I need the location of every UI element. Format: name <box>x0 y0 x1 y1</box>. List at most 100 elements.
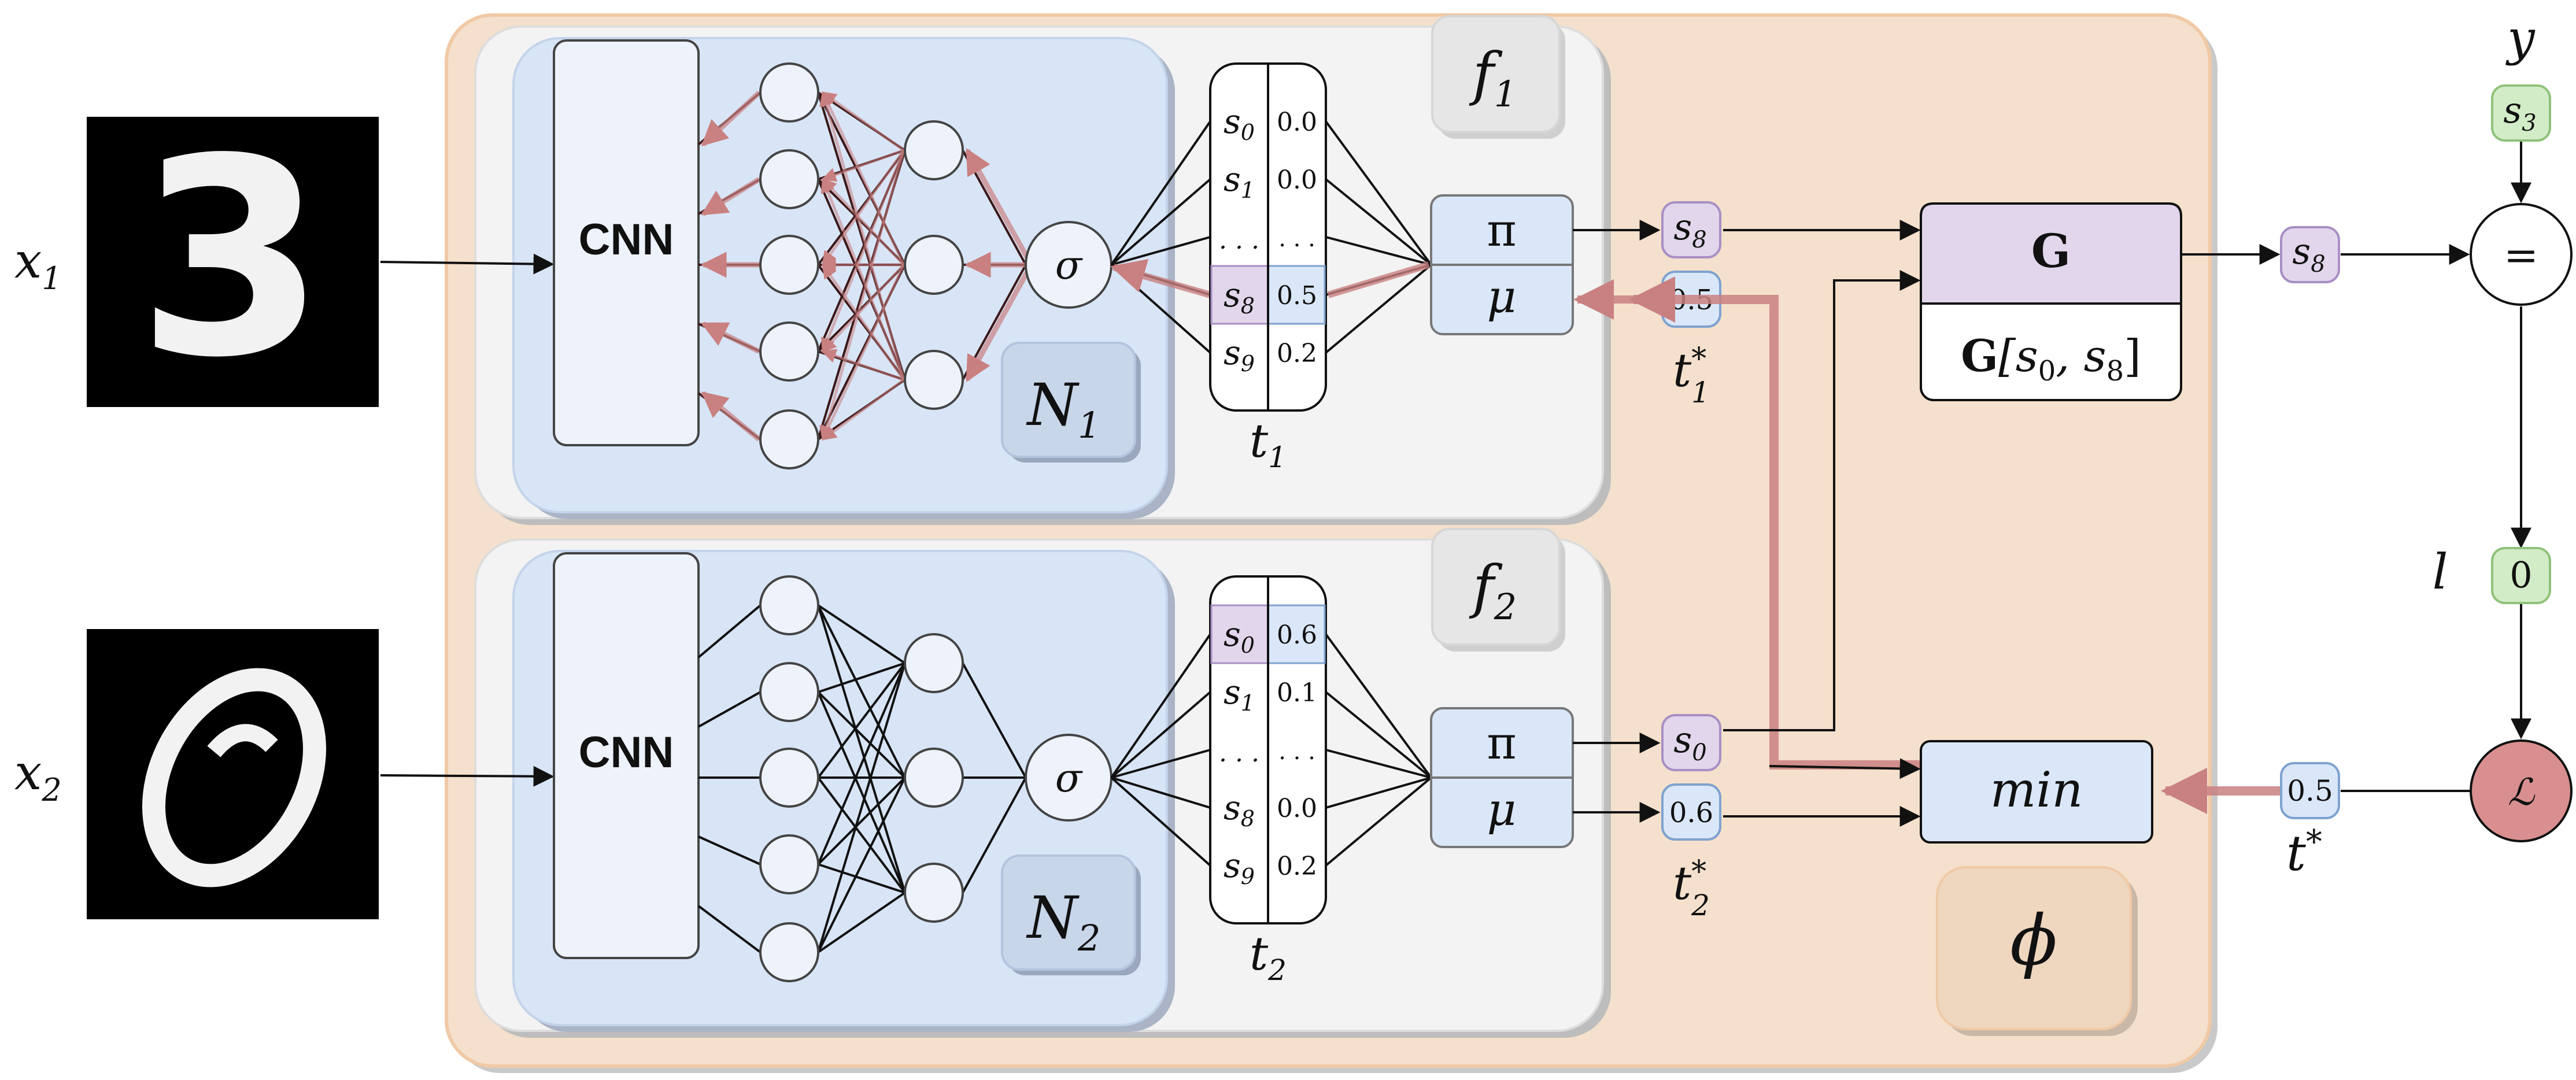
y-value-chip <box>2491 84 2551 142</box>
n-label: N1 <box>1026 371 1101 446</box>
edge-table-output <box>1325 633 1432 779</box>
phi-label-box <box>1936 866 2132 1030</box>
gradient-edge <box>1110 259 1211 298</box>
tstar-label: t* <box>2286 823 2322 882</box>
edge-sigma-table <box>1111 776 1211 809</box>
hidden-node <box>904 235 964 295</box>
gradient-edge <box>821 177 906 380</box>
edge-cnn-hidden1 <box>698 691 761 728</box>
edge-sigma-table <box>1110 178 1211 266</box>
pi-output-chip <box>1661 201 1721 258</box>
table-row-name: s9 <box>1224 333 1255 376</box>
edge-table-output <box>1325 178 1432 266</box>
gradient-edge <box>821 264 906 441</box>
tstar-sub-label: t*1 <box>1673 342 1710 409</box>
input-image-x1: 3 <box>87 101 379 417</box>
edge-hidden1-hidden2 <box>817 776 906 894</box>
l-value-label: 0 <box>2510 554 2532 596</box>
edge-table-output <box>1325 749 1432 779</box>
edge-hidden1-hidden2 <box>817 605 906 893</box>
g-box-title: G <box>2031 224 2071 278</box>
min-box <box>1920 740 2153 844</box>
x2-to-cnn-arrow <box>380 765 555 787</box>
f-label-box <box>1431 528 1561 646</box>
mu-output-label: 0.6 <box>1669 797 1713 829</box>
table-row-value: 0.1 <box>1277 678 1317 708</box>
gradient-edge <box>701 90 762 147</box>
phi-label: ϕ <box>2010 901 2057 981</box>
hidden-node <box>759 409 819 469</box>
edge-cnn-hidden1 <box>698 835 761 866</box>
y-label: y <box>2505 10 2536 66</box>
edge-cnn-hidden1 <box>697 604 762 659</box>
table-row-name: . . . <box>1219 225 1259 255</box>
table-highlight-value <box>1267 604 1326 664</box>
g-output-label: s8 <box>2292 230 2325 278</box>
pi-output-label: s0 <box>1673 719 1706 766</box>
mu-label: μ <box>1487 271 1517 323</box>
f-label-box <box>1431 15 1561 133</box>
gradient-edge <box>819 150 906 441</box>
sigma-label: σ <box>1055 243 1083 289</box>
cnn-label: CNN <box>579 728 674 777</box>
l-value-chip <box>2491 547 2551 604</box>
edge-table-output <box>1325 691 1432 779</box>
y-value-label: s3 <box>2503 89 2536 136</box>
edge-hidden1-hidden2 <box>817 691 906 893</box>
table-row-value: 0.0 <box>1277 165 1317 195</box>
min-label: min <box>1990 761 2083 818</box>
edge-hidden1-hidden2 <box>817 691 906 779</box>
s0-to-g-arrow <box>1723 270 1921 731</box>
gradient-edge <box>822 178 905 266</box>
table-row-name: s1 <box>1224 672 1255 716</box>
hidden-node <box>904 120 964 180</box>
tstar-value-chip <box>2280 762 2340 819</box>
gradient-edge <box>965 269 1030 382</box>
mu-label: μ <box>1487 784 1517 836</box>
t1-to-min-arrow <box>1769 758 1921 779</box>
gradient-edge <box>821 349 904 382</box>
hidden-node <box>759 235 819 295</box>
edge-cnn-hidden1 <box>697 905 762 953</box>
t-label: t2 <box>1250 927 1287 987</box>
table-row-value: 0.2 <box>1277 339 1317 368</box>
edge-hidden1-hidden2 <box>817 662 906 779</box>
edge-hidden1-hidden2 <box>817 776 906 866</box>
edge-table-output <box>1325 236 1432 266</box>
table-row-value: . . . <box>1278 225 1315 252</box>
edge-hidden1-hidden2 <box>817 604 906 664</box>
n-label-box <box>1001 342 1136 458</box>
hidden-node <box>759 575 819 635</box>
table-row-name: . . . <box>1219 738 1259 768</box>
gradient-edge <box>819 91 906 380</box>
pi-label: π <box>1487 205 1516 257</box>
edge-sigma-table <box>1110 776 1211 867</box>
tstar-sub-label: t*2 <box>1673 855 1710 922</box>
cnn-label: CNN <box>579 215 674 264</box>
input-image-x2 <box>87 629 379 919</box>
mu-output-chip <box>1661 783 1721 841</box>
gradient-edge <box>821 91 906 266</box>
hidden-node <box>759 748 819 808</box>
table-row-name: s8 <box>1224 275 1255 319</box>
svg-text:3: 3 <box>136 101 326 417</box>
x2-label: x2 <box>14 744 62 808</box>
table-row-name: s1 <box>1224 160 1255 203</box>
table-row-value: . . . <box>1278 738 1315 765</box>
table-row-name: s9 <box>1224 846 1255 889</box>
edge-table-output <box>1325 776 1432 867</box>
table-row-value: 0.0 <box>1277 108 1317 137</box>
gradient-edge <box>822 264 905 353</box>
gradient-edge <box>821 378 905 441</box>
hidden-node <box>904 748 964 808</box>
gradient-edge <box>965 148 1030 261</box>
x1-to-cnn-arrow <box>380 253 555 275</box>
pi-output-label: s8 <box>1673 206 1706 253</box>
t-label: t1 <box>1250 414 1287 474</box>
edge-sigma-table <box>1110 633 1211 779</box>
table-highlight-name <box>1210 604 1269 664</box>
hidden-node <box>904 633 964 693</box>
